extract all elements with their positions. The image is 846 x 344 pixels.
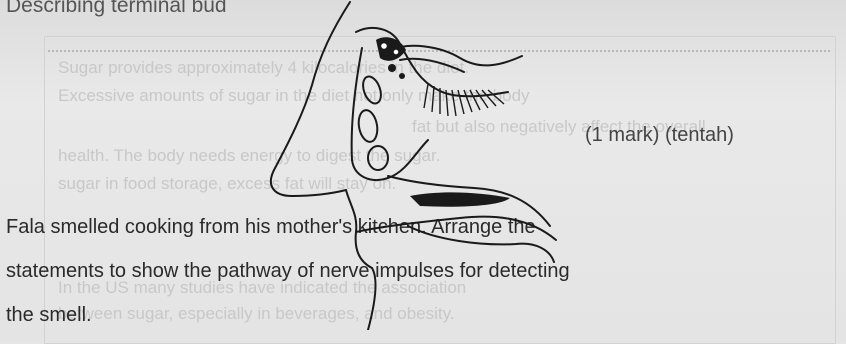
nasal-cavity-illustration bbox=[260, 0, 600, 330]
face-profile bbox=[271, 2, 350, 196]
question-prompt-line-3: the smell. bbox=[6, 304, 92, 327]
top-text: Describing terminal bud bbox=[6, 0, 227, 18]
marks-label: (1 mark) (tentah) bbox=[585, 124, 734, 147]
